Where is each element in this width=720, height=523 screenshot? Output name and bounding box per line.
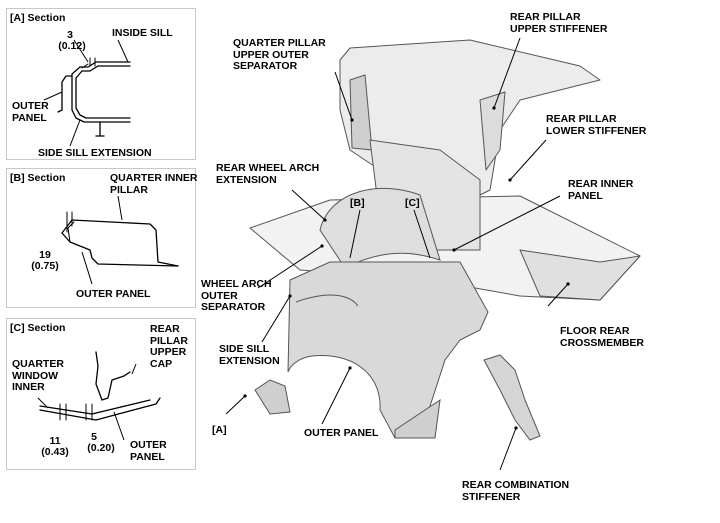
section-c-rear-pillar-upper-cap-label: REAR PILLAR UPPER CAP — [150, 323, 188, 370]
section-b-dim-inch: (0.75) — [31, 260, 59, 272]
leader-lines — [37, 37, 569, 471]
section-b-profile — [61, 211, 179, 267]
callout-floor-rear-crossmember: FLOOR REAR CROSSMEMBER — [560, 325, 645, 349]
section-a-title: [A] Section — [10, 12, 66, 24]
section-c-dim1-value: 11 — [49, 435, 61, 447]
callout-rear-inner-panel: REAR INNER PANEL — [568, 178, 634, 202]
callout-rear-pillar-upper-stiffener: REAR PILLAR UPPER STIFFENER — [510, 11, 608, 35]
section-b-outer-panel-label: OUTER PANEL — [76, 288, 151, 300]
section-a-profile — [57, 57, 131, 137]
section-a-outer-panel-label: OUTER PANEL — [12, 100, 49, 124]
section-c-quarter-window-inner-label: QUARTER WINDOW INNER — [12, 358, 64, 393]
section-c-dim1-inch: (0.43) — [41, 446, 69, 458]
callout-quarter-pillar-upper-outer-separator: QUARTER PILLAR UPPER OUTER SEPARATOR — [233, 37, 326, 72]
section-b-title: [B] Section — [10, 172, 66, 184]
callout-rear-wheel-arch-extension: REAR WHEEL ARCH EXTENSION — [216, 162, 320, 186]
callout-wheel-arch-outer-separator: WHEEL ARCH OUTER SEPARATOR — [201, 278, 272, 313]
callout-outer-panel: OUTER PANEL — [304, 427, 379, 439]
section-c-profile — [39, 351, 161, 421]
marker-a: [A] — [212, 424, 227, 436]
section-b-dim-value: 19 — [39, 249, 51, 261]
section-a-dim-value: 3 — [67, 29, 73, 41]
section-a-box — [6, 8, 196, 160]
outer-panel-shape — [254, 261, 489, 439]
marker-b: [B] — [350, 197, 365, 209]
section-b-quarter-inner-pillar-label: QUARTER INNER PILLAR — [110, 172, 198, 196]
section-a-inside-sill-label: INSIDE SILL — [112, 27, 173, 39]
wheel-arch — [319, 188, 441, 269]
callout-rear-combination-stiffener: REAR COMBINATION STIFFENER — [462, 479, 570, 503]
callout-rear-pillar-lower-stiffener: REAR PILLAR LOWER STIFFENER — [546, 113, 647, 137]
section-c-dim2-inch: (0.20) — [87, 442, 115, 454]
marker-c: [C] — [405, 197, 420, 209]
section-c-outer-panel-label: OUTER PANEL — [130, 439, 167, 463]
section-c-box — [6, 318, 196, 470]
section-b-box — [6, 168, 196, 308]
rear-combination-stiffener-shape — [483, 354, 541, 441]
section-a-side-sill-extension-label: SIDE SILL EXTENSION — [38, 147, 152, 159]
section-c-dim2-value: 5 — [91, 431, 97, 443]
section-c-title: [C] Section — [10, 322, 66, 334]
arrow-heads — [243, 106, 570, 430]
section-a-dim-inch: (0.12) — [58, 40, 86, 52]
callout-side-sill-extension: SIDE SILL EXTENSION — [219, 343, 280, 367]
